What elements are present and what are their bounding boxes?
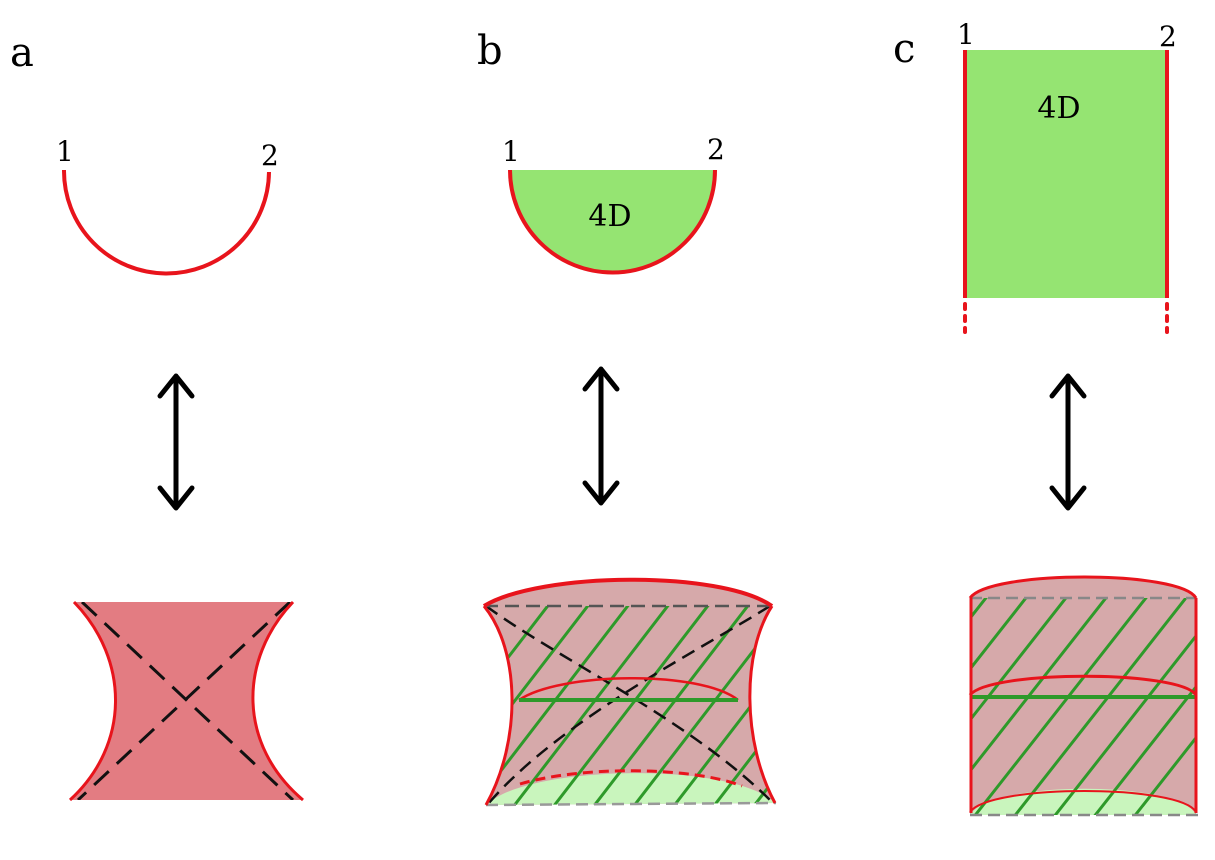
point-label-1: 1 [56, 135, 74, 168]
panel-b: b 1 2 4D [477, 28, 777, 807]
point-label-2: 2 [707, 133, 725, 166]
panel-label-b: b [477, 28, 503, 74]
correspondence-arrow [582, 366, 620, 506]
panel-label-c: c [893, 26, 915, 72]
bulk-region [510, 170, 715, 273]
bulk-spacetime-b [482, 577, 777, 807]
correspondence-arrow [1049, 373, 1087, 511]
panel-c: c 1 2 4D [893, 18, 1198, 817]
bulk-spacetime-a [68, 600, 304, 802]
panel-label-a: a [10, 30, 34, 76]
point-label-1: 1 [957, 18, 975, 51]
dimension-label: 4D [588, 199, 631, 234]
bulk-spacetime-c [968, 575, 1198, 817]
point-label-2: 2 [261, 139, 279, 172]
correspondence-arrow [157, 373, 195, 511]
point-label-1: 1 [502, 135, 520, 168]
dimension-label: 4D [1037, 91, 1080, 126]
point-label-2: 2 [1159, 20, 1177, 53]
boundary-arc [508, 169, 717, 275]
panel-a: a 1 2 [10, 30, 304, 802]
bulk-region [965, 50, 1167, 298]
boundary-arc [61, 169, 271, 276]
